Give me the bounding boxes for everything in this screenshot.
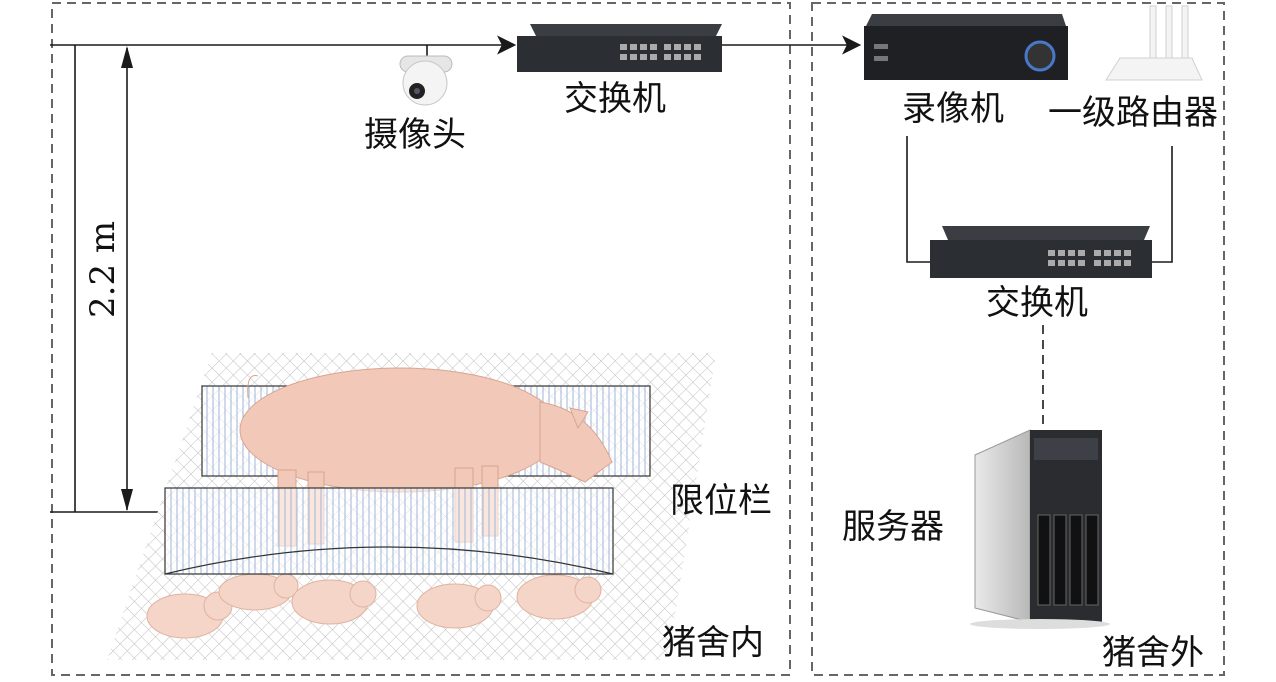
- outside-zone-border: [811, 2, 1225, 676]
- server-icon: [970, 429, 1110, 629]
- height-label: 2.2 m: [83, 220, 123, 318]
- crate-label: 限位栏: [670, 481, 772, 521]
- server-label: 服务器: [842, 507, 944, 547]
- router-label: 一级路由器: [1048, 93, 1218, 133]
- outside-zone-label: 猪舍外: [1102, 633, 1204, 673]
- inside-zone-border: [51, 2, 791, 676]
- switch-outside-label: 交换机: [986, 283, 1088, 323]
- switch-inside-label: 交换机: [564, 79, 666, 119]
- router-icon: [1105, 5, 1203, 81]
- crate-front: [164, 487, 614, 575]
- recorder-label: 录像机: [902, 89, 1004, 129]
- recorder-icon: [864, 14, 1068, 80]
- camera-icon: [399, 55, 453, 106]
- camera-label: 摄像头: [364, 115, 466, 155]
- switch-outside-icon: [930, 226, 1152, 278]
- height-dimension-arrow: [121, 46, 133, 511]
- crate-floor-curve: [164, 546, 614, 575]
- inside-zone-label: 猪舍内: [662, 623, 764, 663]
- connection-lines: [50, 35, 1173, 513]
- switch-inside-icon: [517, 24, 722, 72]
